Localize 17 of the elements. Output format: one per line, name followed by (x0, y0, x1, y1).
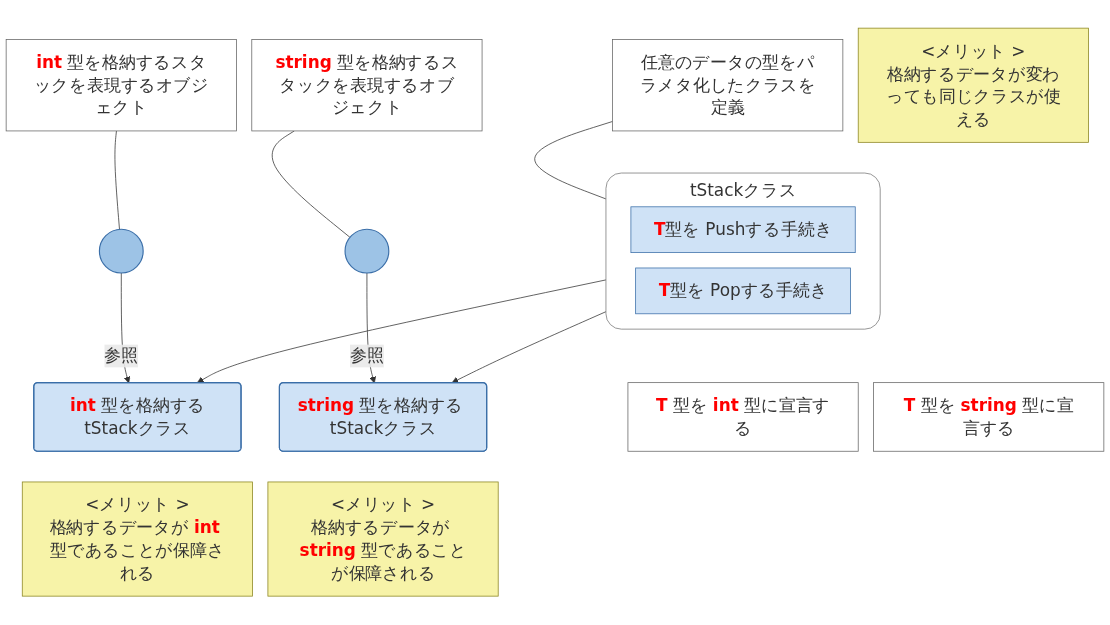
node-box: <メリット > 格納するデータが変わっても同じクラスが使える (857, 28, 1089, 144)
node-box: 任意のデータの型をパラメタ化したクラスを定義 (612, 39, 844, 132)
node-circle (98, 229, 144, 274)
node-box: T型を Popする手続き (635, 267, 851, 315)
connector (534, 121, 613, 200)
node-circle (344, 229, 390, 274)
node-box: int 型を格納するスタックを表現するオブジェクト (5, 39, 237, 132)
node-box: T 型を string 型に宣言する (873, 382, 1105, 452)
connector (271, 130, 351, 239)
edge-label: 参照 (104, 346, 139, 366)
connector (114, 130, 120, 231)
node-box: T型を Pushする手続き (630, 206, 856, 254)
edge-label: 参照 (350, 346, 384, 366)
node-box: <メリット > 格納するデータが int 型であることが保障される (21, 481, 253, 597)
node-box: string 型を格納するスタックを表現するオブジェクト (251, 39, 483, 132)
node-box: <メリット > 格納するデータが string 型であることが保障される (267, 481, 499, 597)
node-box: T 型を int 型に宣言する (627, 382, 859, 452)
